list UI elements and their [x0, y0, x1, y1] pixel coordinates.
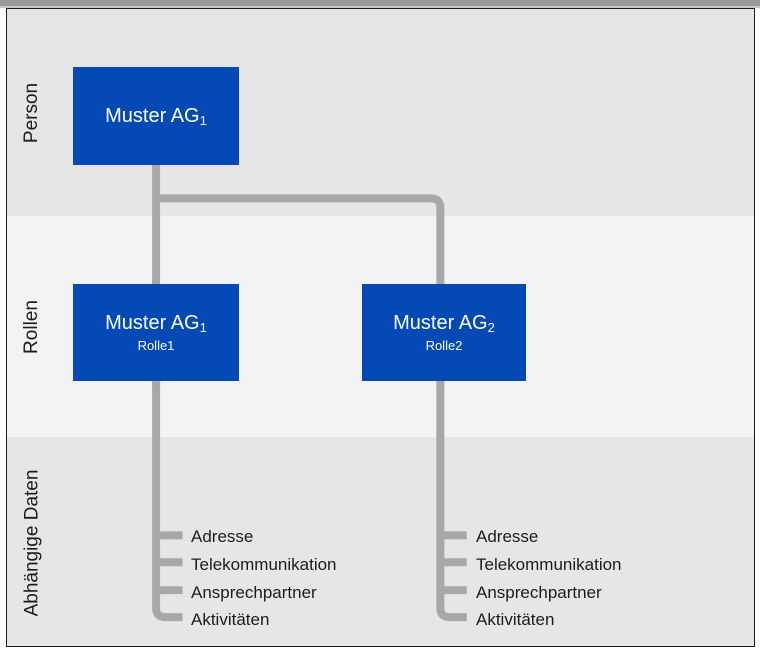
node-rolle1[interactable]: Muster AG1 Rolle1	[73, 284, 239, 381]
band-label-rollen: Rollen	[21, 299, 42, 354]
diagram-frame: Person Rollen Abhängige Daten	[6, 8, 755, 647]
node-person-title: Muster AG1	[105, 105, 207, 128]
leaf-left-telekommunikation[interactable]: Telekommunikation	[191, 555, 337, 574]
band-label-rollen-wrap: Rollen	[17, 216, 47, 437]
node-rolle2-title: Muster AG2	[393, 312, 495, 335]
leaf-right-adresse[interactable]: Adresse	[476, 527, 539, 546]
band-label-person-wrap: Person	[17, 9, 47, 216]
node-rolle2-subtitle: Rolle2	[425, 337, 463, 353]
leaf-right-ansprechpartner[interactable]: Ansprechpartner	[476, 583, 602, 602]
node-rolle1-title: Muster AG1	[105, 312, 207, 335]
band-label-person: Person	[21, 82, 43, 143]
band-abhaengige-daten	[7, 437, 754, 646]
node-rolle1-title-text: Muster AG	[105, 311, 200, 334]
node-rolle2-subscript: 2	[487, 319, 495, 335]
band-label-abhaengige-daten-wrap: Abhängige Daten	[17, 437, 47, 646]
band-label-abhaengige-daten: Abhängige Daten	[21, 469, 42, 616]
leaf-right-aktivitaeten[interactable]: Aktivitäten	[476, 610, 555, 629]
node-rolle2-title-text: Muster AG	[393, 311, 488, 334]
node-rolle1-subtitle: Rolle1	[137, 337, 175, 353]
node-rolle1-subscript: 1	[199, 319, 207, 335]
node-person-title-text: Muster AG	[105, 104, 200, 127]
node-person[interactable]: Muster AG1	[73, 67, 239, 165]
node-rolle2[interactable]: Muster AG2 Rolle2	[362, 284, 526, 381]
window-top-strip-ruler	[0, 6, 760, 8]
leaf-right-telekommunikation[interactable]: Telekommunikation	[476, 555, 622, 574]
leaf-left-aktivitaeten[interactable]: Aktivitäten	[191, 610, 270, 629]
node-person-subscript: 1	[199, 112, 207, 128]
leaf-left-adresse[interactable]: Adresse	[191, 527, 254, 546]
leaf-left-ansprechpartner[interactable]: Ansprechpartner	[191, 583, 317, 602]
window-top-strip	[0, 0, 760, 7]
